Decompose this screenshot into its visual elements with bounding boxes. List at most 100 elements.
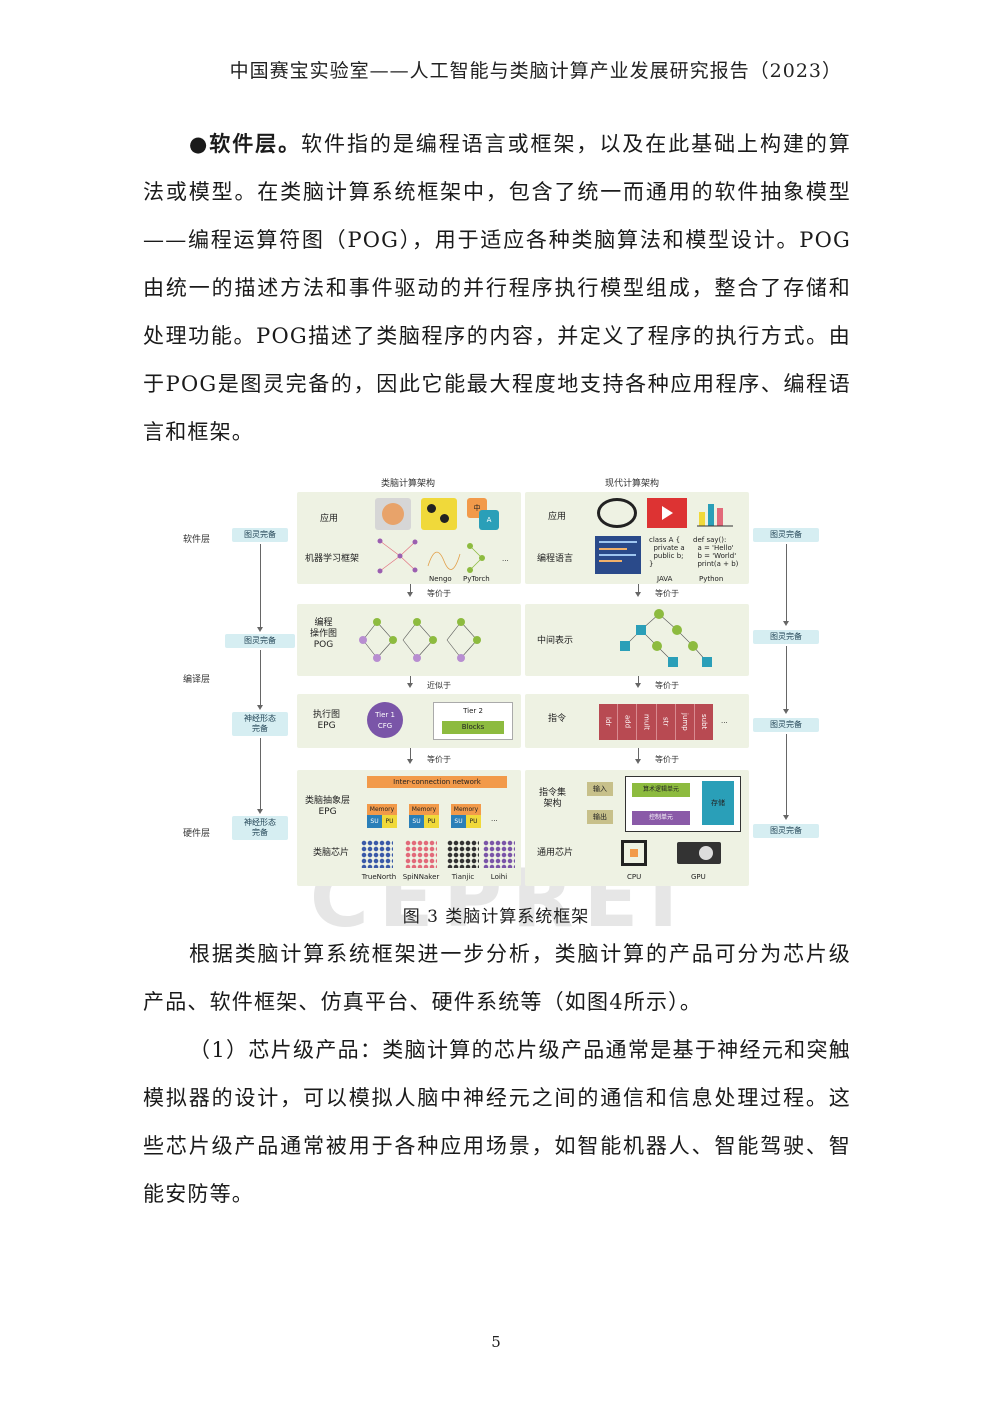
instr-1: add xyxy=(618,704,638,740)
equiv-left-2: 近似于 xyxy=(427,681,451,690)
nengo-label: Nengo xyxy=(429,575,452,583)
chip-name-3: Loihi xyxy=(490,873,508,881)
ir-tree-icon xyxy=(620,609,712,667)
right-app-label: 应用 xyxy=(548,512,567,522)
left-column-title: 类脑计算架构 xyxy=(381,479,436,489)
left-chip-label: 类脑芯片 xyxy=(313,848,350,858)
side-label-software: 软件层 xyxy=(183,535,211,545)
memory-label-2: Memory xyxy=(409,804,439,815)
equiv-right-1: 等价于 xyxy=(655,589,679,598)
chip-name-2: Tianjic xyxy=(451,873,475,881)
interconnect-bar: Inter-connection network xyxy=(367,776,507,788)
memory-block-1: Memory SU PU xyxy=(367,804,397,828)
tier2-label: Tier 2 xyxy=(463,707,483,715)
memory-box: 存储 xyxy=(702,781,734,825)
memory-block-3: Memory SU PU xyxy=(451,804,481,828)
python-code: def say(): a = 'Hello' b = 'World' print… xyxy=(693,536,739,568)
left-app-label: 应用 xyxy=(320,514,339,524)
su-label-2: SU xyxy=(409,815,424,828)
bar-chart-icon xyxy=(697,504,733,527)
instr-label: 指令 xyxy=(548,714,567,724)
intro-paragraph: ●软件层。软件指的是编程语言或框架，以及在此基础上构建的算法或模型。在类脑计算系… xyxy=(143,120,851,456)
instruction-strip: ldr add mult str jump subt xyxy=(599,704,713,740)
tianjic-icon xyxy=(447,840,479,868)
gpu-icon xyxy=(677,842,721,864)
badge-left-4: 神经形态 完备 xyxy=(232,816,288,840)
left-ml-label: 机器学习框架 xyxy=(305,554,360,564)
python-label: Python xyxy=(699,575,724,583)
memory-block-2: Memory SU PU xyxy=(409,804,439,828)
chat-icon xyxy=(597,498,637,528)
truenorth-icon xyxy=(361,840,393,868)
equiv-right-2: 等价于 xyxy=(655,681,679,690)
pog-label: 编程 操作图 POG xyxy=(310,618,338,650)
tier1-circle: Tier 1 CFG xyxy=(367,702,403,738)
epg-label: 执行图 EPG xyxy=(313,710,341,731)
framework-figure: 类脑计算架构 现代计算架构 软件层 编译层 硬件层 图灵完备 图灵完备 神经形态… xyxy=(175,470,835,890)
paragraph-2: 根据类脑计算系统框架进一步分析，类脑计算的产品可分为芯片级产品、软件框架、仿真平… xyxy=(143,942,851,1014)
pytorch-label: PyTorch xyxy=(463,575,490,583)
su-label-3: SU xyxy=(451,815,466,828)
video-icon xyxy=(647,498,687,528)
instr-0: ldr xyxy=(599,704,619,740)
paragraph-3: （1）芯片级产品：类脑计算的芯片级产品通常是基于神经元和突触模拟器的设计，可以模… xyxy=(143,1038,851,1206)
java-code: class A { private a public b; } xyxy=(649,536,685,568)
cpu-arch-box: 算术逻辑单元 控制单元 存储 xyxy=(625,776,741,832)
right-column-title: 现代计算架构 xyxy=(605,479,660,489)
left-pog-panel xyxy=(297,604,521,676)
figure-caption: 图 3 类脑计算系统框架 xyxy=(402,907,590,927)
tier2-box: Tier 2 Blocks xyxy=(433,702,513,740)
cpu-label: CPU xyxy=(627,873,642,881)
instr-4: jump xyxy=(676,704,695,740)
instr-3: str xyxy=(657,704,676,740)
page-number: 5 xyxy=(491,1333,501,1351)
isa-label: 指令集 架构 xyxy=(539,788,567,809)
right-lang-label: 编程语言 xyxy=(537,554,574,564)
pog-graph-icon xyxy=(359,618,481,662)
control-unit-box: 控制单元 xyxy=(632,811,690,825)
badge-right-2: 图灵完备 xyxy=(753,630,819,644)
chip-name-0: TrueNorth xyxy=(361,873,397,881)
letter-a-icon: A xyxy=(479,510,499,530)
badge-right-3: 图灵完备 xyxy=(753,718,819,732)
input-box: 输入 xyxy=(587,782,613,796)
su-label-1: SU xyxy=(367,815,382,828)
badge-left-1: 图灵完备 xyxy=(232,528,288,542)
pu-label-3: PU xyxy=(466,815,481,828)
badge-right-1: 图灵完备 xyxy=(753,528,819,542)
alu-box: 算术逻辑单元 xyxy=(632,783,690,797)
go-board-icon xyxy=(421,498,457,530)
page-header: 中国赛宝实验室——人工智能与类脑计算产业发展研究报告（2023） xyxy=(229,60,842,82)
general-chip-label: 通用芯片 xyxy=(537,848,574,858)
instr-ellipsis: ... xyxy=(721,717,728,725)
intro-lead: ●软件层。 xyxy=(189,131,302,156)
code-editor-icon xyxy=(595,536,641,574)
memory-label-1: Memory xyxy=(367,804,397,815)
side-label-hardware: 硬件层 xyxy=(183,829,211,839)
badge-left-3: 神经形态 完备 xyxy=(232,712,288,736)
instr-2: mult xyxy=(637,704,657,740)
java-label: JAVA xyxy=(657,575,673,583)
spinnaker-icon xyxy=(405,840,437,868)
blocks-label: Blocks xyxy=(442,721,504,734)
loihi-icon xyxy=(483,840,515,868)
ml-network-icon xyxy=(377,538,485,574)
memory-label-3: Memory xyxy=(451,804,481,815)
instr-5: subt xyxy=(700,714,709,730)
gpu-label: GPU xyxy=(691,873,706,881)
chip-name-1: SpiNNaker xyxy=(402,873,440,881)
badge-right-4: 图灵完备 xyxy=(753,824,819,838)
cpu-icon xyxy=(621,840,647,866)
left-ml-ellipsis: ... xyxy=(502,555,509,563)
output-box: 输出 xyxy=(587,810,613,824)
ir-label: 中间表示 xyxy=(537,636,574,646)
badge-left-2: 图灵完备 xyxy=(225,634,295,648)
abstract-layer-label: 类脑抽象层 EPG xyxy=(305,796,351,817)
face-icon xyxy=(375,498,411,530)
side-label-compiler: 编译层 xyxy=(183,675,211,685)
memory-ellipsis: ... xyxy=(491,815,498,823)
pu-label-2: PU xyxy=(424,815,439,828)
equiv-left-3: 等价于 xyxy=(427,755,451,764)
equiv-left-1: 等价于 xyxy=(427,589,451,598)
intro-text: 软件指的是编程语言或框架，以及在此基础上构建的算法或模型。在类脑计算系统框架中，… xyxy=(143,132,851,444)
